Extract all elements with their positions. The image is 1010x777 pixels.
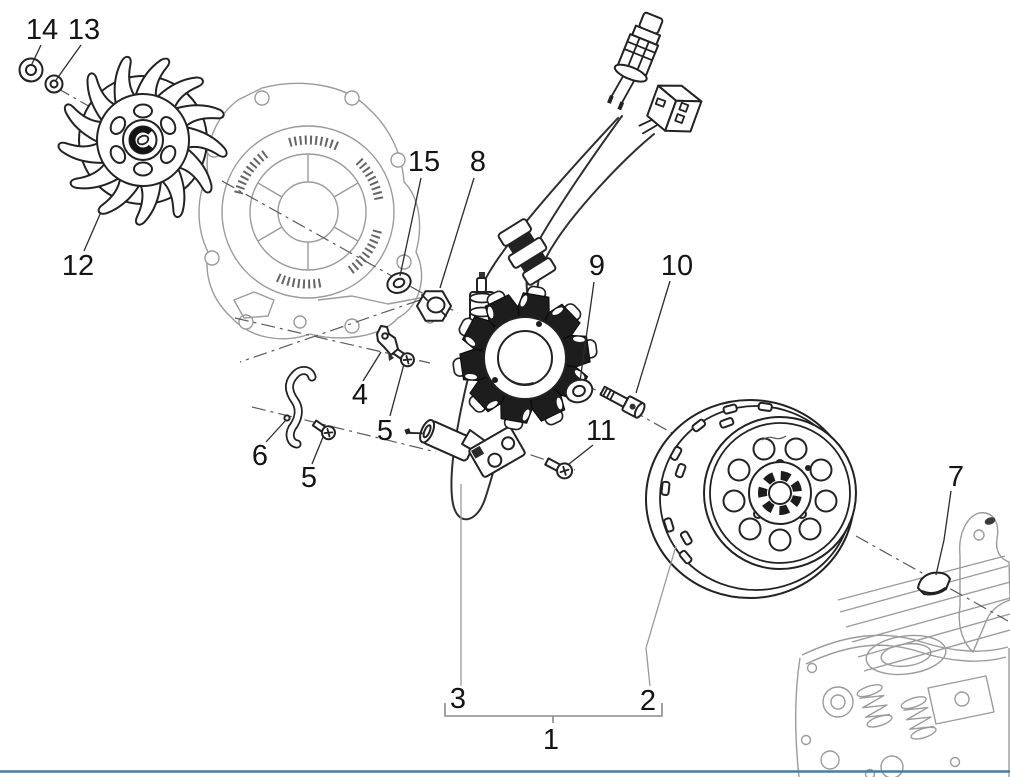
pickup-screw-drawing <box>544 457 574 480</box>
leader-line-13 <box>55 44 82 81</box>
callout-number-15: 15 <box>408 146 440 178</box>
flywheel-fan-drawing <box>56 54 228 227</box>
callout-number-11: 11 <box>586 415 616 447</box>
leader-line-15 <box>399 177 422 277</box>
pickup-sensor-block <box>468 426 526 478</box>
callout-number-1: 1 <box>543 724 559 756</box>
block-connector <box>638 84 703 135</box>
leader-line-8 <box>439 177 475 289</box>
leader-line-4 <box>362 351 382 382</box>
callout-number-12: 12 <box>62 250 94 282</box>
leader-line-7 <box>935 490 952 576</box>
crankcase-ghost-drawing <box>198 82 453 340</box>
leader-line-9 <box>579 281 595 382</box>
group-bracket <box>444 703 663 723</box>
callout-number-13: 13 <box>68 14 100 46</box>
callout-number-6: 6 <box>252 440 268 472</box>
callout-number-7: 7 <box>948 461 964 493</box>
callout-number-8: 8 <box>470 146 486 178</box>
callout-number-5: 5 <box>377 415 393 447</box>
callout-number-10: 10 <box>661 250 693 282</box>
wiring-harness-drawing <box>448 11 703 523</box>
rotor-marking <box>761 435 787 441</box>
callout-number-3: 3 <box>450 683 466 715</box>
rotor-flywheel-drawing <box>645 399 857 599</box>
callout-number-9: 9 <box>589 250 605 282</box>
hex-nut-drawing <box>416 290 452 322</box>
seal-ring-drawing <box>386 272 412 294</box>
cable-guide-strip-drawing <box>283 366 317 449</box>
harness-sleeve-clamp <box>497 218 557 286</box>
leader-line-5 <box>389 363 405 417</box>
leader-line-6 <box>265 419 287 443</box>
stator-screw-lower-drawing <box>311 419 336 441</box>
callout-number-14: 14 <box>26 14 58 46</box>
leader-line-10 <box>635 280 671 394</box>
leader-line-2 <box>645 545 677 687</box>
cylindrical-connector <box>607 11 664 111</box>
leader-line-11 <box>568 444 594 465</box>
spacer-washer-drawing <box>564 378 594 404</box>
woodruff-key-drawing <box>917 571 951 596</box>
callout-number-4: 4 <box>352 379 368 411</box>
callout-number-2: 2 <box>640 685 656 717</box>
leader-line-14 <box>30 44 42 67</box>
flange-nut-drawing <box>18 57 44 83</box>
callout-number-5: 5 <box>301 462 317 494</box>
leader-line-5 <box>311 436 324 465</box>
wire-latch-drawing <box>376 325 399 361</box>
stator-screw-upper-drawing <box>390 346 415 368</box>
washer-drawing <box>44 74 64 94</box>
stator-drawing <box>404 283 600 478</box>
socket-bolt-drawing <box>599 385 646 419</box>
leader-line-12 <box>83 211 102 252</box>
stator-coil-tube <box>404 419 476 462</box>
